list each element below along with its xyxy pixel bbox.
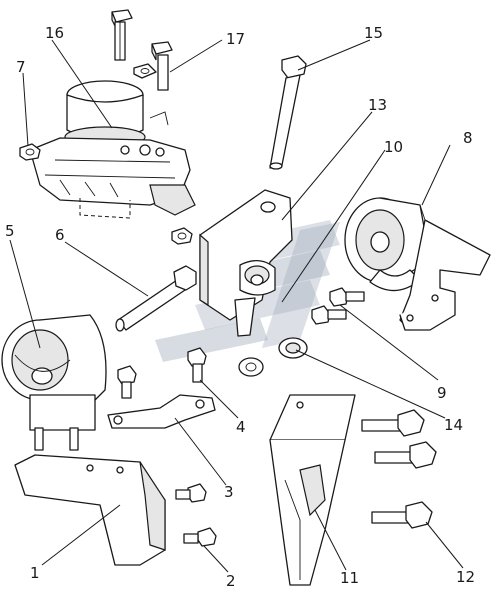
bolt-12-a: [361, 409, 425, 437]
bolt-9-lower: [311, 305, 347, 325]
callout-10: 10: [384, 138, 403, 156]
bolt-12-c: [371, 501, 433, 529]
nut-17: [133, 63, 157, 79]
callout-7: 7: [16, 58, 26, 76]
callout-9: 9: [437, 384, 447, 402]
callout-11: 11: [340, 569, 359, 587]
callout-14: 14: [444, 416, 463, 434]
through-bolt-6: [115, 265, 197, 332]
callout-6: 6: [55, 226, 65, 244]
nut-small-center: [171, 227, 193, 245]
bolt-2-lower: [183, 527, 217, 547]
bolt-17-lower: [151, 41, 173, 91]
callout-13: 13: [368, 96, 387, 114]
callout-15: 15: [364, 24, 383, 42]
callout-12: 12: [456, 568, 475, 586]
callout-1: 1: [30, 564, 40, 582]
bracket-1: [14, 454, 166, 566]
callout-16: 16: [45, 24, 64, 42]
bolt-small-left: [117, 365, 137, 399]
nut-7: [19, 143, 41, 161]
leader-lines: [9, 39, 464, 573]
bolt-2-upper: [175, 483, 207, 503]
bolt-9-upper: [329, 287, 365, 307]
engine-mount-16: [29, 80, 196, 219]
bolt-17-upper: [111, 9, 133, 61]
mount-8: [344, 197, 491, 331]
bracket-13: [199, 189, 293, 337]
callout-8: 8: [463, 129, 473, 147]
callout-2: 2: [226, 572, 236, 590]
callout-3: 3: [224, 483, 234, 501]
long-bolt-15: [269, 55, 307, 170]
bracket-11: [269, 394, 356, 586]
callout-4: 4: [236, 418, 246, 436]
mount-5: [1, 314, 107, 451]
bushing-14: [238, 337, 308, 377]
callout-17: 17: [226, 30, 245, 48]
callout-labels: 16 17 15 7 13 10 8 5 6 9 14 4 3 1 2 11 1…: [5, 24, 475, 590]
callout-5: 5: [5, 222, 15, 240]
bolt-4: [187, 347, 207, 383]
bolt-12-b: [374, 441, 437, 469]
link-plate-3: [107, 394, 216, 429]
